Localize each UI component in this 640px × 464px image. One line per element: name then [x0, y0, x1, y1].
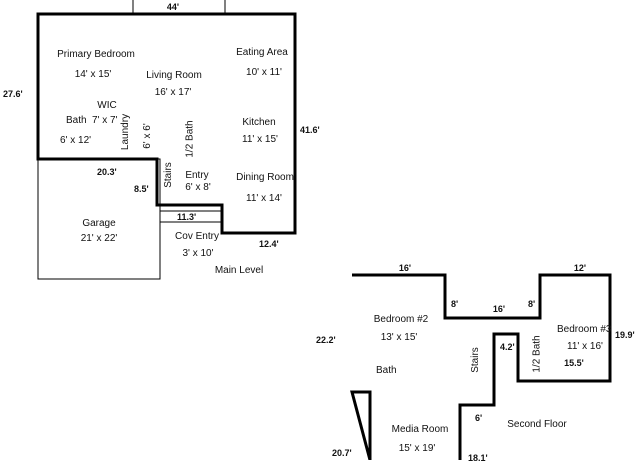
room-bedroom3-size: 11' x 16' [567, 341, 603, 352]
dim-second-notch-right: 8' [528, 299, 536, 309]
dim-left-height: 27.6' [3, 89, 23, 99]
dim-top-width: 44' [166, 2, 180, 12]
room-bedroom2-name: Bedroom #2 [373, 314, 429, 325]
dim-entry-width: 11.3' [177, 212, 197, 222]
room-kitchen-size: 11' x 15' [242, 134, 278, 145]
room-second-stairs-name: Stairs [469, 347, 481, 373]
room-laundry-name: Laundry [120, 113, 132, 151]
room-cov-entry-size: 3' x 10' [182, 248, 214, 259]
second-floor-caption: Second Floor [507, 419, 567, 430]
room-wic-name: WIC [97, 100, 117, 111]
dim-bottom-right-width: 12.4' [259, 239, 279, 249]
room-stairs-name: Stairs [162, 162, 174, 188]
room-cov-entry-name: Cov Entry [175, 231, 219, 242]
room-kitchen-name: Kitchen [242, 117, 276, 128]
main-level-caption: Main Level [214, 265, 264, 276]
dim-second-media-jog: 6' [475, 413, 483, 423]
dim-second-notch-left: 8' [451, 299, 459, 309]
room-bedroom2-size: 13' x 15' [380, 332, 418, 343]
dim-second-bottom-right: 15.5' [564, 358, 584, 368]
room-entry-size: 6' x 8' [185, 182, 211, 193]
room-half-bath-name: 1/2 Bath [184, 120, 196, 158]
room-media-room-size: 15' x 19' [398, 443, 436, 454]
room-garage-name: Garage [82, 218, 116, 229]
dim-left-lower-width: 20.3' [97, 167, 117, 177]
room-bath-size: 7' x 7' [92, 115, 118, 126]
second-floor-outline [350, 273, 612, 460]
dim-second-top-left: 16' [398, 263, 412, 273]
garage-outline [37, 158, 161, 280]
room-living-room-name: Living Room [146, 70, 202, 81]
dim-right-height: 41.6' [300, 125, 320, 135]
dim-second-bottom: 18.1' [468, 453, 488, 463]
room-wic-size: 6' x 12' [60, 135, 92, 146]
dim-second-stair-jog: 4.2' [500, 342, 515, 352]
room-primary-bedroom-name: Primary Bedroom [57, 49, 135, 60]
dim-second-left-lower: 20.7' [332, 448, 352, 458]
room-entry-name: Entry [185, 170, 209, 181]
room-second-half-bath-name: 1/2 Bath [531, 335, 543, 373]
room-laundry-size: 6' x 6' [141, 123, 153, 149]
room-eating-area-name: Eating Area [236, 47, 288, 58]
dim-second-left-height: 22.2' [316, 335, 336, 345]
dim-stair-jog: 8.5' [134, 184, 149, 194]
dim-second-top-right: 12' [573, 263, 587, 273]
room-eating-area-size: 10' x 11' [246, 67, 282, 78]
room-garage-size: 21' x 22' [80, 233, 118, 244]
room-bath-name: Bath [66, 115, 87, 126]
room-bedroom3-name: Bedroom #3 [557, 324, 612, 335]
room-primary-bedroom-size: 14' x 15' [74, 69, 112, 80]
room-dining-room-name: Dining Room [236, 172, 294, 183]
room-media-room-name: Media Room [391, 424, 449, 435]
room-dining-room-size: 11' x 14' [246, 193, 282, 204]
room-second-bath-name: Bath [376, 365, 397, 376]
dim-second-notch-width: 16' [492, 304, 506, 314]
room-living-room-size: 16' x 17' [154, 87, 192, 98]
dim-second-right-height: 19.9' [615, 330, 635, 340]
